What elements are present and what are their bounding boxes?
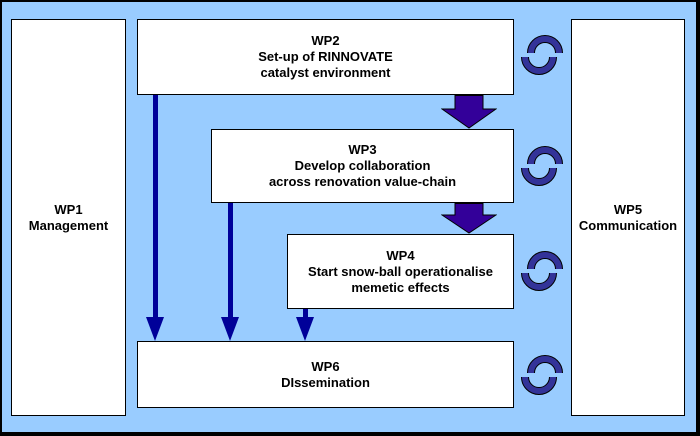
wp3-collaboration-box: WP3 Develop collaboration across renovat… [211,129,514,203]
arrow-wp3-to-wp6 [228,203,233,319]
wp3-line: Develop collaboration [294,158,431,173]
wp4-snowball-box: WP4 Start snow-ball operationalise memet… [287,234,514,309]
wp1-management-box: WP1 Management [11,19,126,416]
wp3-line: across renovation value-chain [268,174,457,189]
wp4-cycle-arrows-icon [518,248,566,294]
wp1-label: Management [28,217,109,233]
wp6-dissemination-box: WP6 DIssemination [137,341,514,408]
wp6-title: WP6 [311,358,340,374]
wp2-line: Set-up of RINNOVATE [258,49,393,64]
down-block-arrow-icon [441,95,497,129]
wp2-cycle-arrows-icon [518,32,566,78]
wp5-communication-box: WP5 Communication [571,19,685,416]
arrow-wp2-to-wp6-head [146,317,164,341]
wp2-line: catalyst environment [260,65,391,80]
wp4-title: WP4 [386,247,415,263]
wp5-label: Communication [578,217,678,233]
wp2-title: WP2 [311,33,340,48]
wp4-line: Start snow-ball operationalise [308,263,493,279]
arrow-wp3-to-wp4 [441,203,497,234]
wp6-cycle-arrows-icon [518,352,566,398]
arrow-wp2-to-wp6 [153,95,158,319]
down-block-arrow-icon [441,203,497,234]
arrow-wp2-to-wp3 [441,95,497,129]
arrow-wp4-to-wp6 [303,309,308,319]
wp6-label: DIssemination [281,374,370,390]
arrow-wp4-to-wp6-head [296,317,314,341]
wp5-title: WP5 [613,201,643,217]
arrow-wp3-to-wp6-head [221,317,239,341]
wp3-title: WP3 [348,142,377,157]
wp1-title: WP1 [54,201,83,217]
wp3-cycle-arrows-icon [518,143,566,189]
wp4-line: memetic effects [351,279,450,295]
wp2-catalyst-box: WP2 Set-up of RINNOVATE catalyst environ… [137,19,514,95]
